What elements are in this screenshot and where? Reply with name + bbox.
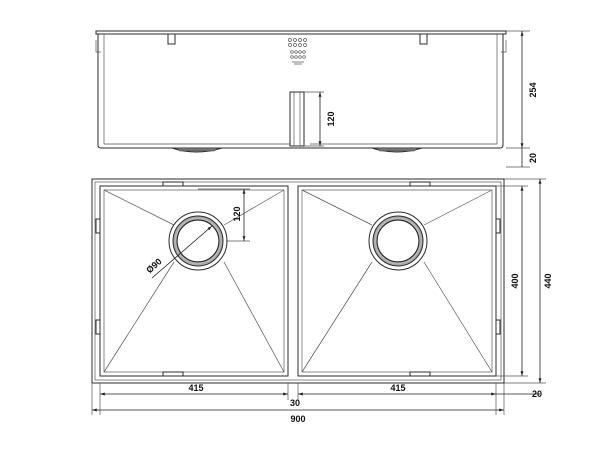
- side-divider: [289, 91, 305, 147]
- dim-415-right: 415: [390, 383, 405, 393]
- dim-diameter-90: Ø90: [144, 256, 163, 275]
- clip-bottom-left: [162, 371, 184, 377]
- left-drain: [168, 211, 228, 271]
- left-bowl: [99, 185, 289, 377]
- side-drain-left: [171, 147, 223, 153]
- dim-415-left: 415: [188, 383, 203, 393]
- right-drain: [368, 211, 428, 271]
- side-clip-right: [419, 33, 428, 45]
- side-drain-right: [371, 147, 423, 153]
- dim-400: 400: [510, 273, 520, 288]
- dim-20-top: 20: [528, 153, 538, 163]
- dim-440: 440: [543, 273, 553, 288]
- dim-120-plan: 120: [232, 206, 242, 221]
- dimension-lines: [91, 30, 546, 415]
- overflow-holes: [288, 38, 307, 65]
- side-rim: [95, 30, 507, 35]
- dim-20-right: 20: [532, 389, 542, 399]
- clip-right-lower: [495, 319, 501, 335]
- plan-view: [91, 178, 505, 384]
- clip-bottom-right: [409, 371, 431, 377]
- right-bowl: [297, 185, 497, 377]
- side-body: [97, 34, 504, 149]
- dim-900: 900: [290, 414, 305, 424]
- dim-254: 254: [528, 82, 538, 97]
- side-clip-left: [167, 33, 176, 45]
- clip-top-right: [409, 181, 431, 187]
- clip-top-left: [162, 181, 184, 187]
- clip-left-upper: [95, 218, 101, 234]
- dim-30: 30: [290, 398, 300, 408]
- side-view: [95, 30, 507, 153]
- left-bowl-slope-lines: [103, 189, 285, 373]
- clip-right-upper: [495, 218, 501, 234]
- right-bowl-slope-lines: [301, 189, 493, 373]
- dim-120-side: 120: [326, 111, 336, 126]
- clip-left-lower: [95, 319, 101, 335]
